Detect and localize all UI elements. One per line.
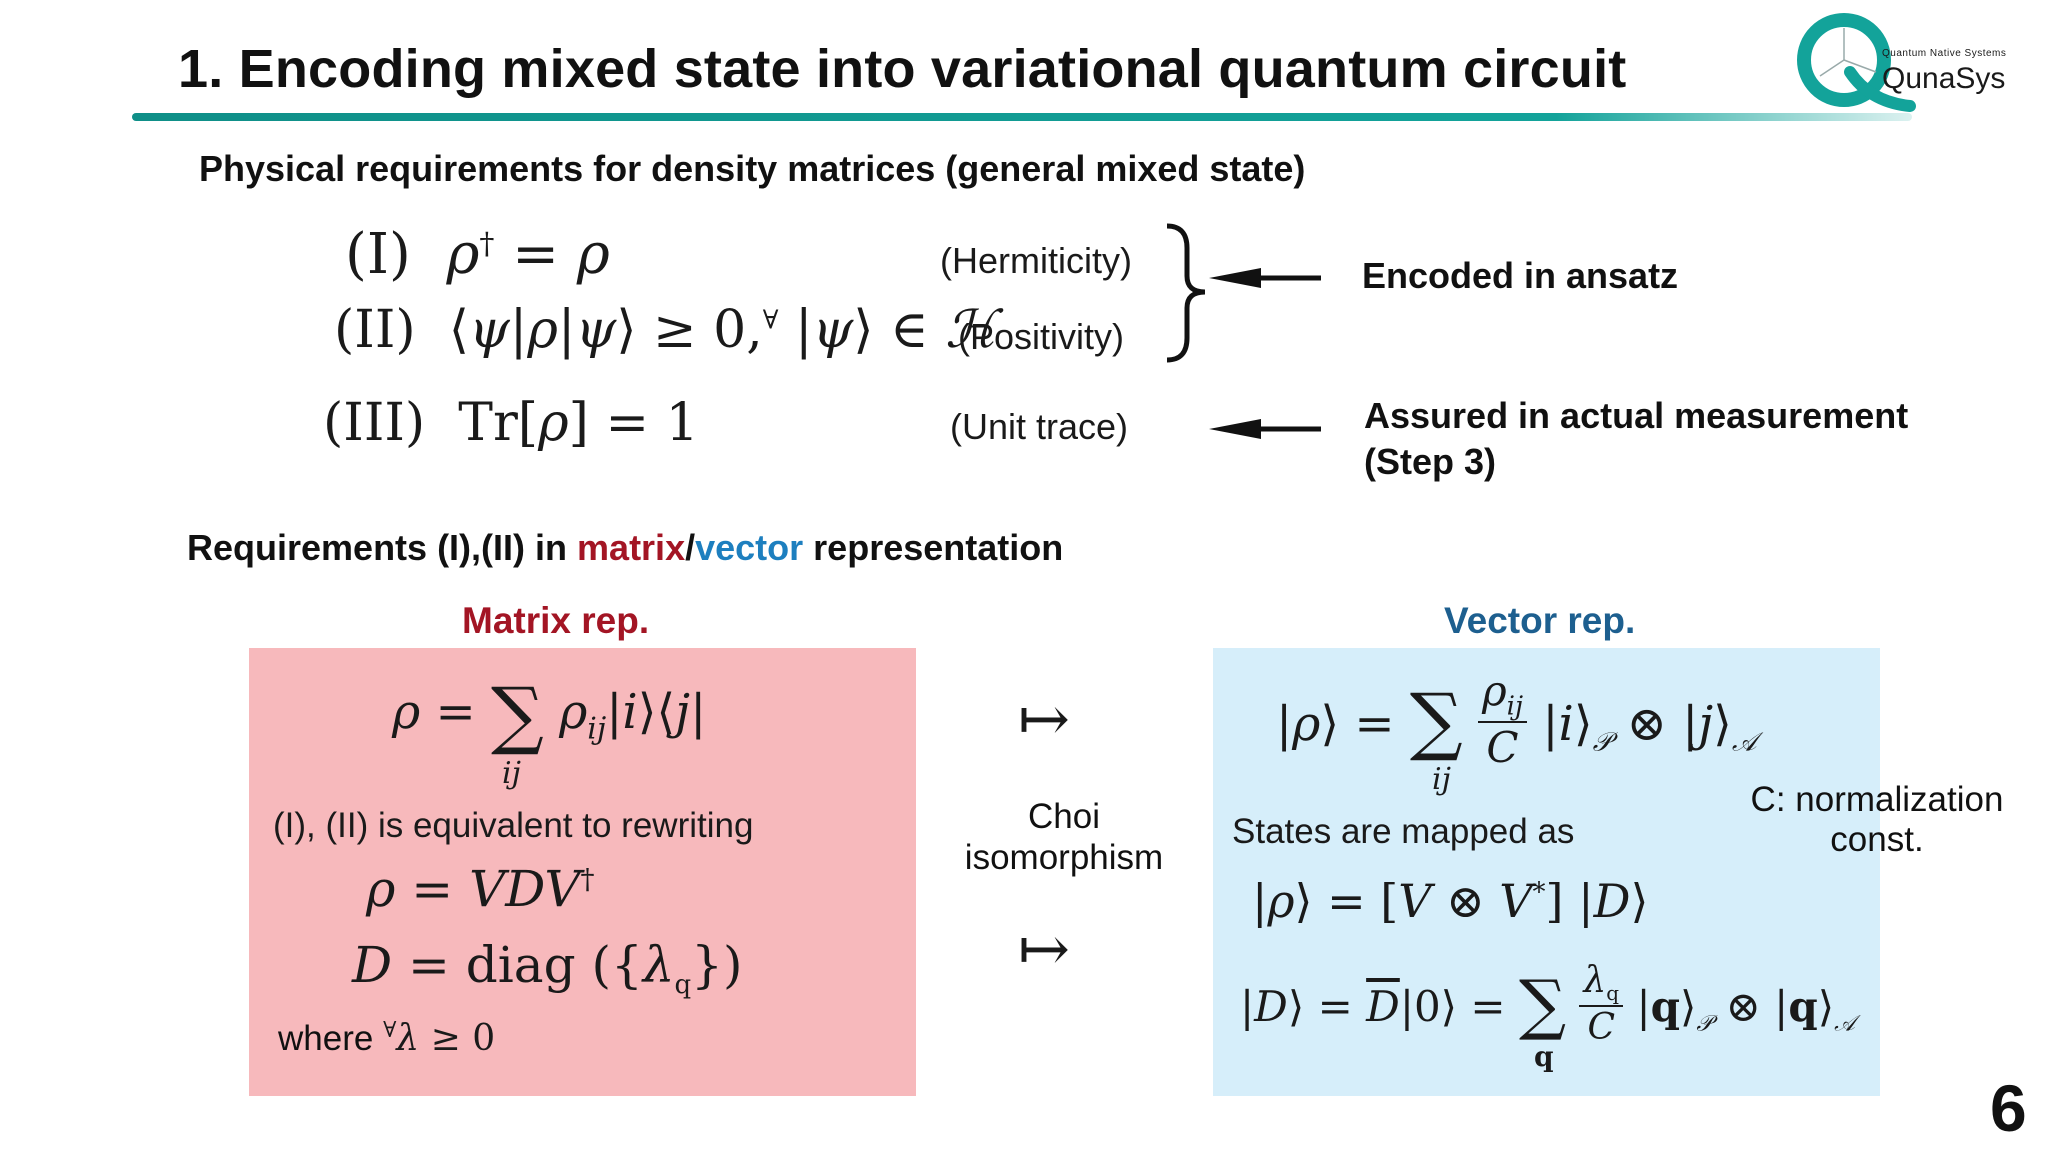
d-diag-equation: D = diag ({λq})	[352, 936, 743, 1000]
vector-sum-index: ij	[1432, 762, 1451, 797]
equation-hermiticity: (I) ρ† = ρ	[345, 222, 610, 287]
equivalence-text: (I), (II) is equivalent to rewriting	[273, 806, 754, 845]
where-lambda-condition: where ∀λ ≥ 0	[278, 1018, 496, 1059]
requirements-heading: Physical requirements for density matric…	[199, 148, 1306, 189]
representation-heading-suffix: representation	[803, 527, 1064, 568]
vector-sum-index-q: q	[1534, 1040, 1554, 1073]
representation-heading: Requirements (I),(II) in matrix/vector r…	[187, 527, 1063, 569]
hermiticity-label: (Hermiticity)	[940, 240, 1132, 281]
vector-rep-heading: Vector rep.	[1444, 600, 1636, 641]
qunasys-logo-icon	[1797, 13, 1916, 112]
arrow-2-icon	[1209, 419, 1321, 439]
matrix-word: matrix	[577, 527, 686, 568]
req2-number: (II)	[334, 300, 416, 360]
matrix-rho-sum-equation: ρ = ∑ ρij|i⟩⟨j|	[392, 672, 707, 758]
assured-measurement-note: Assured in actual measurement (Step 3)	[1364, 393, 1908, 485]
logo-tagline: Quantum Native Systems	[1882, 48, 2007, 59]
vector-rho-equation: |ρ⟩ = ∑ ρij C |i⟩𝒫 ⊗ |j⟩𝒜	[1276, 666, 1757, 773]
matrix-sum-index: ij	[502, 756, 521, 791]
slash: /	[685, 527, 696, 568]
norm-line2: const.	[1830, 820, 1924, 859]
norm-line1: C: normalization	[1750, 780, 2004, 819]
rho-vdv-equation: ρ = VDV†	[366, 860, 595, 918]
matrix-rep-box	[249, 648, 916, 1096]
positivity-label: (Positivity)	[958, 316, 1125, 357]
assured-line2: (Step 3)	[1364, 441, 1497, 482]
maps-to-arrow-top-icon: ↦	[1018, 682, 1070, 755]
normalization-note: C: normalization const.	[1742, 780, 2012, 860]
vector-vv-equation: |ρ⟩ = [V ⊗ V*] |D⟩	[1252, 874, 1649, 928]
where-text: where	[278, 1019, 374, 1058]
equation-unit-trace: (III) Tr[ρ] = 1	[323, 393, 699, 453]
vector-word: vector	[695, 527, 804, 568]
page-number: 6	[1990, 1071, 2027, 1145]
req3-number: (III)	[323, 393, 426, 453]
unit-trace-label: (Unit trace)	[950, 406, 1129, 447]
vector-d-equation: |D⟩ = D|0⟩ = ∑ λq C |q⟩𝒫 ⊗ |q⟩𝒜	[1240, 960, 1855, 1049]
encoded-in-ansatz-note: Encoded in ansatz	[1362, 255, 1679, 296]
title-underline	[132, 113, 1912, 121]
req1-number: (I)	[345, 222, 411, 287]
choi-line1: Choi	[1028, 797, 1100, 836]
representation-heading-prefix: Requirements (I),(II) in	[187, 527, 578, 568]
mapped-text: States are mapped as	[1232, 812, 1575, 851]
slide-title: 1. Encoding mixed state into variational…	[178, 39, 1627, 99]
logo-name: QunaSys	[1882, 62, 2006, 95]
choi-isomorphism-label: Choi isomorphism	[955, 796, 1173, 878]
vector-rep-box	[1213, 648, 1880, 1096]
brace-and-arrow-1	[1166, 223, 1321, 363]
equation-positivity: (II) ⟨ψ|ρ|ψ⟩ ≥ 0,∀ |ψ⟩ ∈ ℋ	[334, 300, 997, 360]
choi-line2: isomorphism	[964, 838, 1164, 877]
assured-line1: Assured in actual measurement	[1364, 395, 1909, 436]
matrix-rep-heading: Matrix rep.	[462, 600, 650, 641]
maps-to-arrow-bottom-icon: ↦	[1018, 912, 1070, 985]
